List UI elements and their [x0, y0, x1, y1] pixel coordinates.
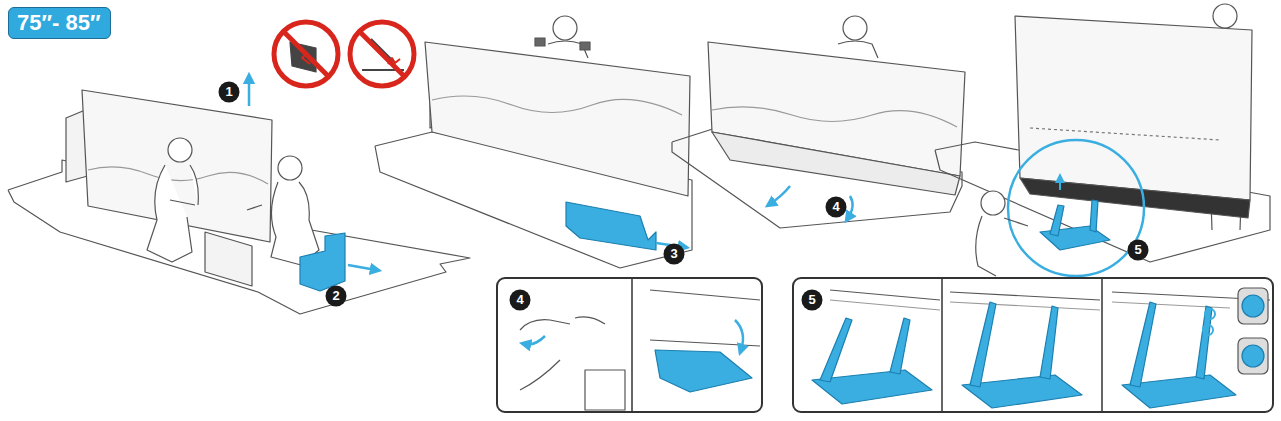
inset-four-part — [585, 370, 625, 410]
callout-number: 5 — [808, 293, 815, 307]
scene-one-part — [247, 182, 319, 265]
scene-one-part — [300, 233, 345, 291]
scene-three-part — [770, 186, 790, 204]
inset-four-part — [735, 320, 743, 350]
scene-four-part — [976, 216, 1028, 276]
scene-four-part — [1030, 128, 1220, 140]
callout-circle — [1128, 240, 1149, 261]
inset-five-part — [1130, 302, 1156, 387]
scene-one-part — [348, 265, 376, 270]
inset-five-part — [1205, 309, 1215, 319]
scene-two-part — [566, 202, 656, 250]
scene-one-part — [88, 167, 268, 184]
inset-five-part — [941, 278, 943, 412]
scene-three-part — [848, 196, 853, 218]
scene-one-part — [168, 138, 192, 162]
inset-five-part — [1238, 338, 1268, 374]
inset-four-part — [525, 336, 545, 344]
inset-four-part — [497, 278, 762, 412]
scene-two-part — [580, 42, 590, 50]
scene-four-part — [1020, 178, 1250, 218]
scene-three-part — [843, 16, 867, 40]
scene-two-part — [432, 96, 682, 115]
scene-one — [8, 78, 470, 314]
inset-five-part — [1196, 306, 1212, 379]
scene-one-part — [205, 232, 252, 286]
callout-circle — [219, 82, 240, 103]
inset-five-part — [1238, 288, 1268, 324]
inset-five-part — [1242, 295, 1264, 317]
callout-circle — [802, 290, 823, 311]
callout-circle — [664, 244, 685, 265]
callout-number: 4 — [832, 200, 839, 214]
prohibition-icon-part — [274, 22, 338, 86]
scene-four-part — [981, 191, 1005, 215]
prohibition-icon-part — [350, 22, 414, 86]
callout-circle — [826, 197, 847, 218]
scene-two-part — [535, 38, 545, 46]
scene-four-part — [1040, 226, 1110, 250]
scene-one-part — [278, 156, 302, 180]
scene-three-part — [712, 107, 957, 127]
inset-five-part — [793, 278, 1273, 412]
scene-four — [935, 4, 1270, 276]
scene-four-part — [1090, 200, 1098, 232]
inset-five-part — [950, 302, 1100, 310]
inset-five-part — [970, 302, 996, 387]
callout-circle — [510, 290, 531, 311]
scene-one-part — [147, 165, 198, 262]
inset-four-part — [655, 350, 752, 392]
inset-five-part — [1242, 345, 1264, 367]
scene-one-part — [248, 78, 251, 106]
callout-number: 2 — [332, 289, 339, 303]
callout-number: 1 — [225, 85, 232, 99]
illustration-part — [8, 4, 1273, 412]
inset-four-part — [650, 290, 760, 300]
callout-circle — [326, 286, 347, 307]
size-badge: 75″- 85″ — [8, 7, 111, 39]
callout-circle — [219, 82, 1149, 311]
callout-number: 5 — [1134, 243, 1141, 257]
inset-five-part — [820, 318, 852, 382]
callout-number: 4 — [516, 293, 523, 307]
prohibition-icon — [274, 22, 414, 86]
inset-four — [497, 278, 762, 412]
inset-five-part — [890, 318, 910, 374]
scene-four-part — [1059, 178, 1061, 190]
prohibition-icon-part — [284, 32, 328, 76]
prohibition-icon-part — [360, 32, 404, 76]
scene-two-part — [553, 16, 577, 40]
inset-five-part — [1112, 302, 1230, 308]
scene-two-part — [425, 42, 690, 196]
inset-four-part — [631, 278, 633, 412]
scene-four-part — [1213, 4, 1237, 28]
scene-two — [375, 16, 692, 268]
scene-three-part — [838, 41, 878, 58]
inset-five-part — [1040, 306, 1058, 379]
scene-four-part — [1008, 140, 1144, 276]
inset-five-part — [830, 300, 940, 310]
inset-five-part — [1101, 278, 1103, 412]
scene-three-part — [712, 132, 960, 195]
scene-four-part — [1050, 205, 1064, 236]
scene-three — [672, 16, 965, 228]
size-label: 75″- 85″ — [17, 10, 102, 36]
inset-five-part — [1203, 325, 1213, 335]
inset-five — [793, 278, 1273, 412]
inset-five-part — [950, 292, 1100, 300]
inset-five-part — [830, 290, 940, 300]
callout-number: 3 — [670, 247, 677, 261]
